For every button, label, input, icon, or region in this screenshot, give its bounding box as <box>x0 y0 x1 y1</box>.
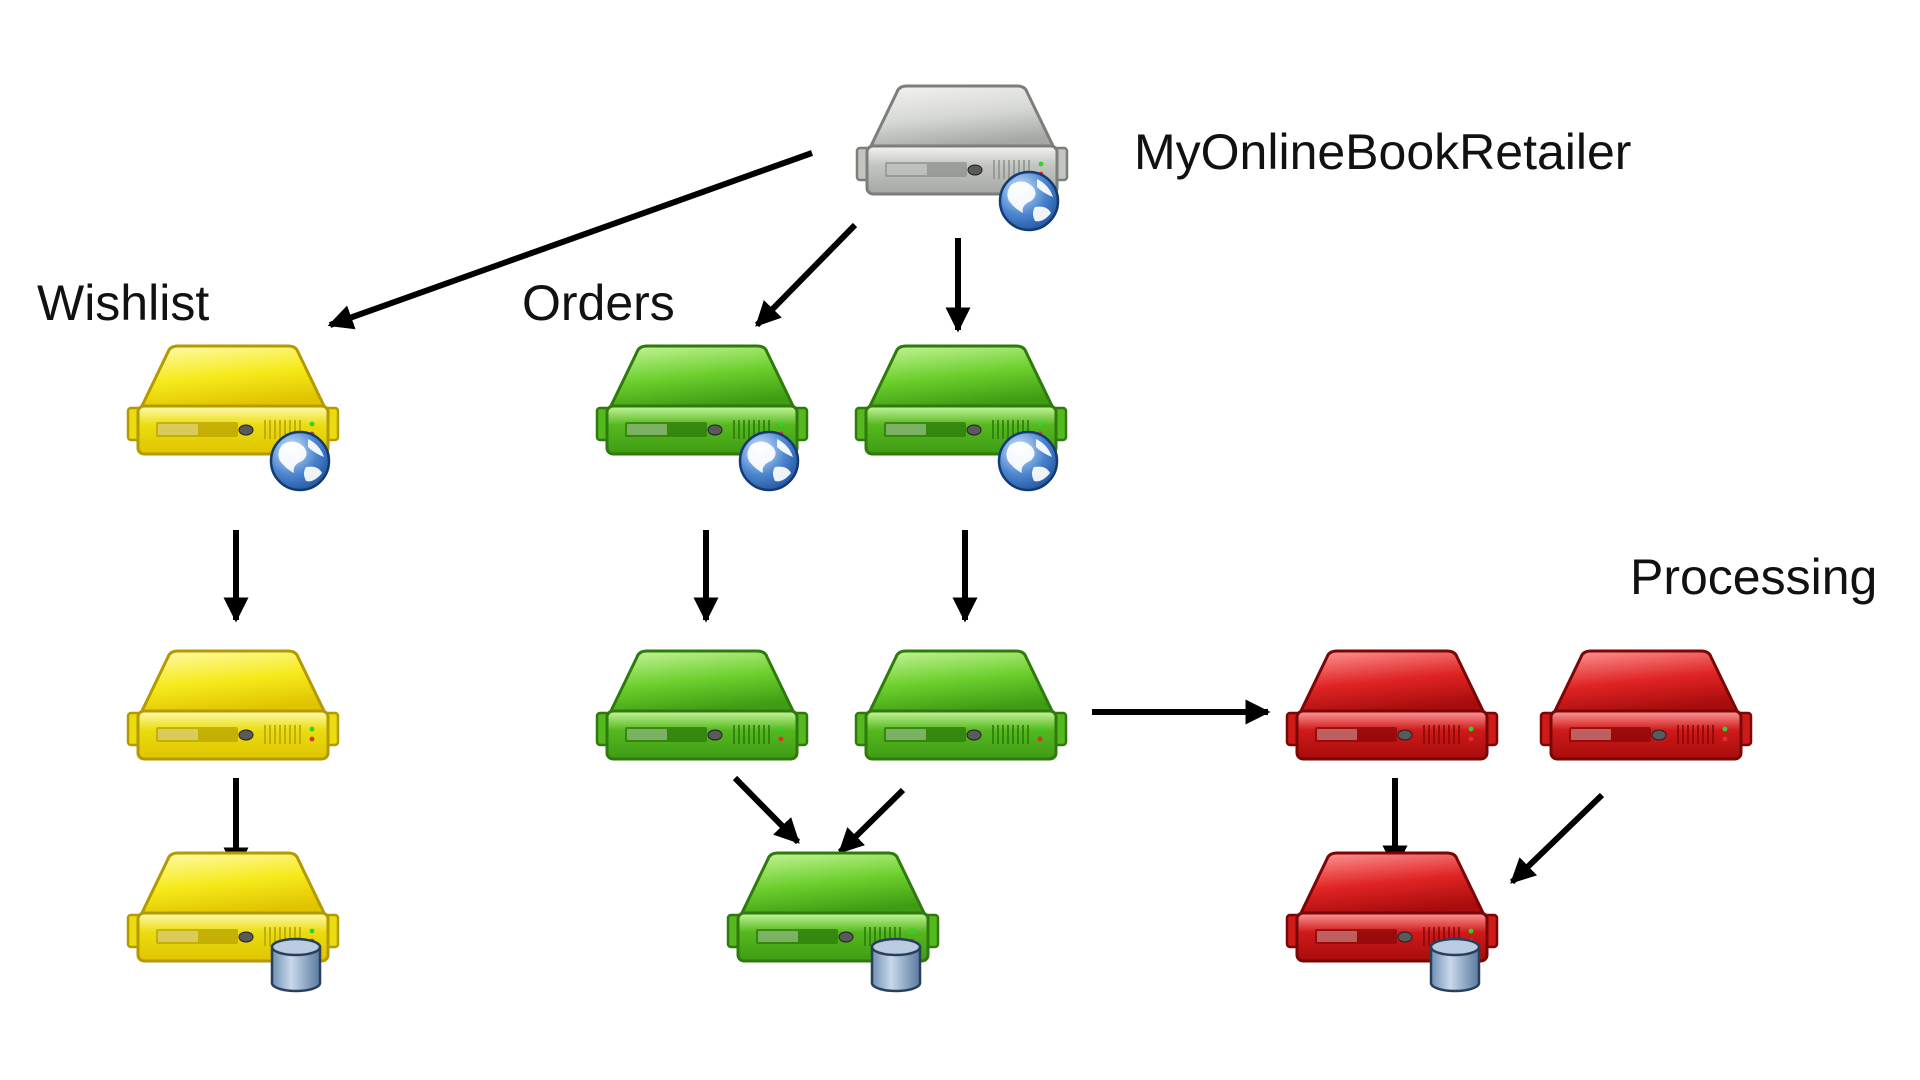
server-orders-web-2 <box>854 344 1068 492</box>
globe-icon <box>997 430 1059 492</box>
label-orders: Orders <box>522 275 675 331</box>
server-orders-app-1 <box>595 649 809 761</box>
server-orders-web-1 <box>595 344 809 492</box>
label-wishlist: Wishlist <box>37 275 210 331</box>
label-root: MyOnlineBookRetailer <box>1134 124 1632 180</box>
server-processing-db <box>1285 851 1499 993</box>
globe-icon <box>269 430 331 492</box>
database-icon <box>270 937 322 993</box>
arrow-orders-app-1-to-orders-db <box>732 775 801 845</box>
arrow-root-to-orders-web-1 <box>754 222 858 328</box>
arrow-root-to-wishlist-web <box>327 150 814 330</box>
arrow-processing-app-2-to-processing-db <box>1509 792 1605 885</box>
database-icon <box>1429 937 1481 993</box>
label-processing: Processing <box>1630 549 1878 605</box>
server-root <box>855 84 1069 232</box>
globe-icon <box>738 430 800 492</box>
globe-icon <box>998 170 1060 232</box>
server-processing-app-1 <box>1285 649 1499 761</box>
server-wishlist-app <box>126 649 340 761</box>
server-orders-db <box>726 851 940 993</box>
server-orders-app-2 <box>854 649 1068 761</box>
database-icon <box>870 937 922 993</box>
server-wishlist-web <box>126 344 340 492</box>
server-wishlist-db <box>126 851 340 993</box>
arrow-orders-app-2-to-orders-db <box>837 787 906 855</box>
server-processing-app-2 <box>1539 649 1753 761</box>
